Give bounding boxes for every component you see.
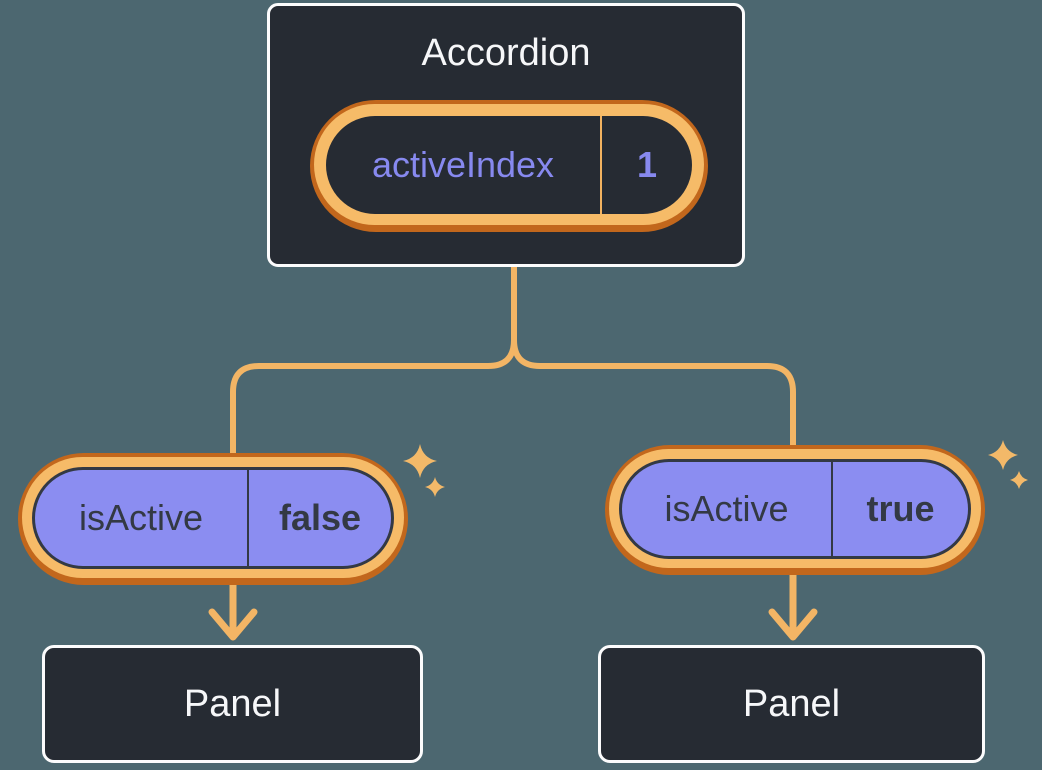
sparkle-icon [1010, 471, 1028, 489]
state-pill-activeindex: activeIndex 1 [310, 100, 708, 232]
panel-node-left: Panel [42, 645, 423, 763]
arrow-down-icon [208, 580, 258, 641]
pill-label: isActive [78, 497, 204, 538]
pill-body: isActive true [619, 459, 971, 559]
pill-value: false [278, 497, 362, 538]
panel-node-right: Panel [598, 645, 985, 763]
sparkle-icon [988, 440, 1018, 470]
sparkle-icon [403, 444, 437, 478]
connector-branch-left [230, 266, 517, 456]
arrow-down-icon [768, 570, 818, 641]
pill-value: 1 [636, 144, 658, 185]
panel-title: Panel [183, 682, 282, 725]
sparkle-icon [425, 477, 445, 497]
pill-body: activeIndex 1 [326, 116, 692, 214]
pill-label: isActive [664, 488, 789, 529]
pill-divider [600, 116, 602, 214]
pill-label: activeIndex [371, 144, 555, 185]
panel-title: Panel [742, 682, 841, 725]
pill-value: true [866, 488, 935, 529]
connector-branch-right [511, 266, 796, 448]
state-pill-isactive-true: isActive true [605, 445, 985, 575]
pill-divider [247, 470, 249, 566]
state-pill-isactive-false: isActive false [18, 453, 408, 585]
pill-divider [831, 462, 833, 556]
pill-body: isActive false [32, 467, 394, 569]
accordion-title: Accordion [421, 32, 591, 74]
